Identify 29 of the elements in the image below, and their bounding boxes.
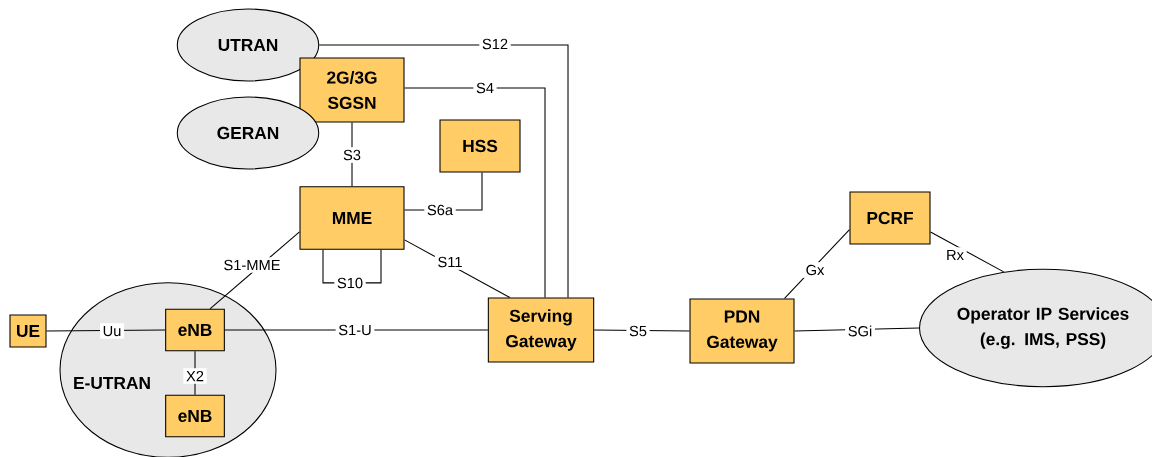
network-element-box: PCRF (849, 191, 931, 245)
edge-label: S6a (424, 202, 456, 218)
edge-label: SGi (845, 322, 875, 340)
network-element-box: eNB (165, 308, 225, 352)
edge-label: S4 (473, 80, 497, 96)
connector-line (318, 44, 569, 298)
edge-label: S10 (334, 275, 366, 291)
network-element-box: eNB (165, 394, 225, 438)
edge-label: S11 (434, 254, 466, 270)
connector-line (404, 87, 546, 298)
edge-label: Rx (943, 247, 967, 263)
connector-line (593, 329, 690, 332)
network-element-box: PDN Gateway (689, 298, 795, 364)
edge-label: S1-MME (220, 257, 284, 273)
connector-line (194, 350, 196, 396)
edge-label: X2 (183, 368, 207, 384)
connector-line (930, 231, 1005, 273)
edge-label: Gx (802, 262, 828, 278)
edge-label: S3 (340, 147, 364, 163)
edge-label: S12 (479, 36, 511, 52)
network-element-box: HSS (439, 119, 521, 173)
network-element-box: Serving Gateway (487, 297, 595, 363)
edge-label: Uu (99, 323, 125, 339)
edge-label: S5 (626, 323, 650, 339)
network-element-box: MME (299, 186, 405, 250)
edge-label: S1-U (335, 322, 375, 338)
network-element-box: 2G/3G SGSN (299, 57, 405, 123)
network-element-box: UE (9, 314, 47, 348)
connector-line (351, 122, 353, 187)
